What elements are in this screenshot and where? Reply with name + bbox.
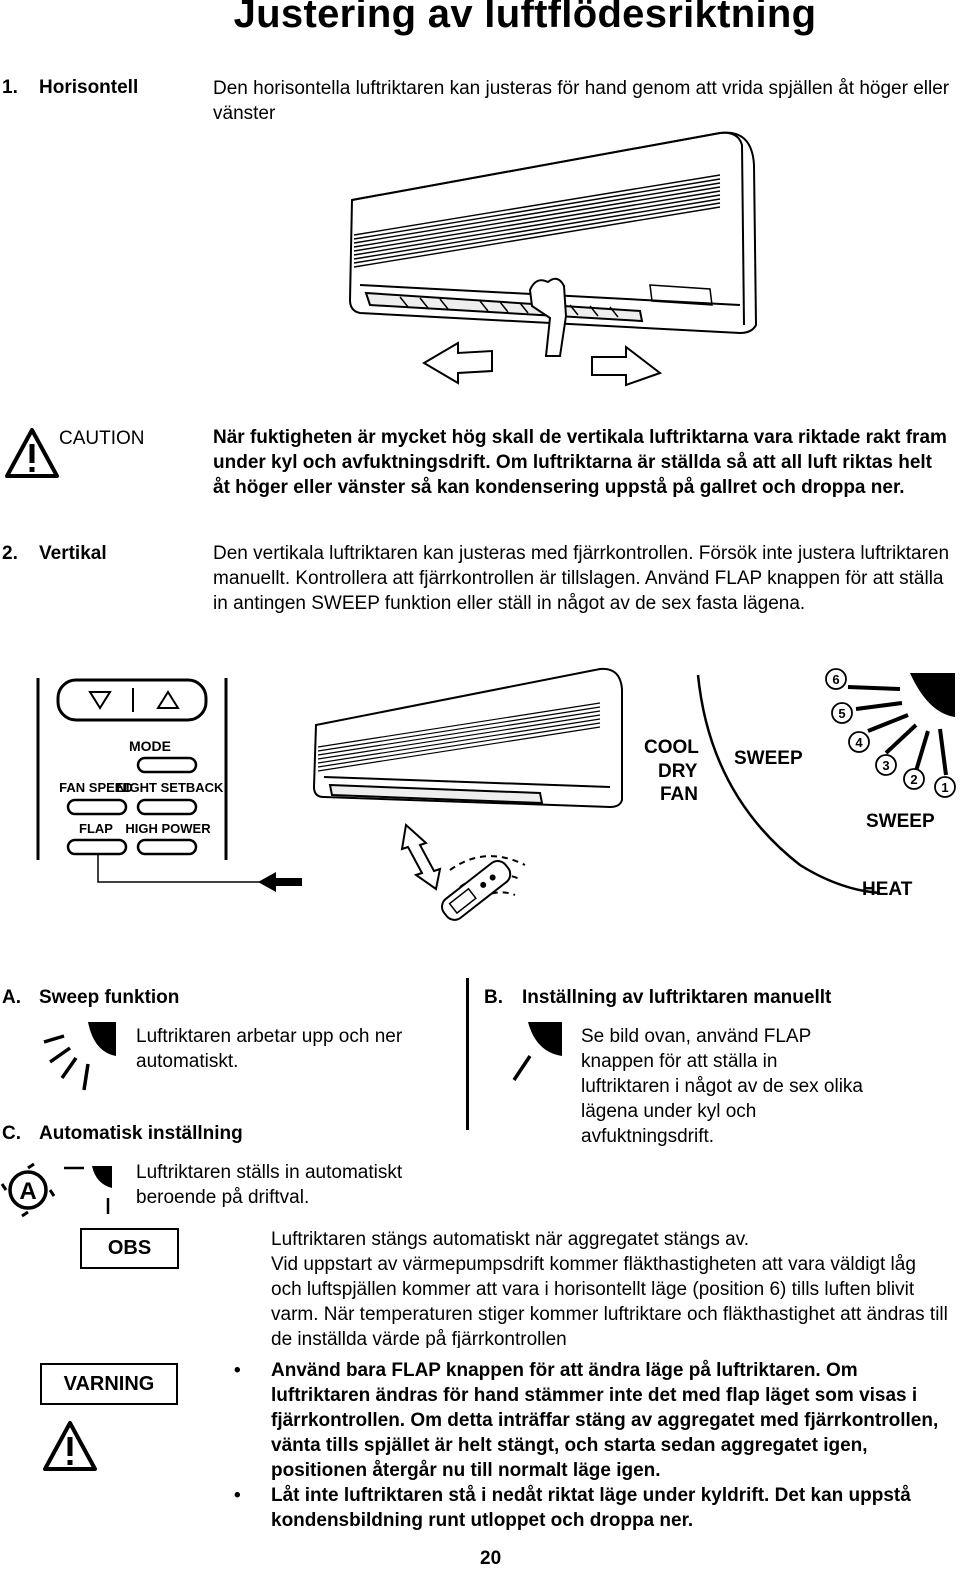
obs-notes: Luftriktaren stängs automatiskt när aggr… bbox=[271, 1227, 951, 1348]
caution-label: CAUTION bbox=[59, 428, 145, 449]
obs-bullet-1: Luftriktaren stängs automatiskt när aggr… bbox=[271, 1227, 951, 1252]
position-1-label: 1 bbox=[941, 780, 948, 795]
vertical-louver-illustration bbox=[312, 667, 623, 921]
warning-bullet-1: Använd bara FLAP knappen för att ändra l… bbox=[234, 1358, 951, 1483]
position-5-label: 5 bbox=[838, 706, 845, 721]
page-number: 20 bbox=[480, 1548, 502, 1569]
section-b-label: Inställning av luftriktaren manuellt bbox=[522, 987, 832, 1008]
heat-mode-label: HEAT bbox=[862, 879, 913, 900]
section-c-label: Automatisk inställning bbox=[39, 1123, 243, 1144]
cool-mode-label: COOL bbox=[644, 737, 699, 758]
section-b-text: Se bild ovan, använd FLAP knappen för at… bbox=[581, 1026, 863, 1147]
auto-flap-icon: A bbox=[0, 1162, 112, 1218]
fan-mode-label: FAN bbox=[660, 784, 698, 805]
column-divider bbox=[466, 978, 469, 1130]
section-a-letter: A. bbox=[2, 987, 21, 1008]
warning-triangle-icon bbox=[43, 1421, 97, 1471]
flap-positions-diagram: 6 5 4 3 2 1 COOL DRY FAN SWEEP SWEEP HEA… bbox=[644, 668, 956, 900]
flap-button-label: FLAP bbox=[79, 821, 113, 836]
position-3-label: 3 bbox=[882, 758, 889, 773]
section-a-text: Luftriktaren arbetar upp och ner automat… bbox=[136, 1026, 403, 1072]
position-6-label: 6 bbox=[832, 672, 839, 687]
caution-warning-icon bbox=[5, 428, 59, 478]
section-2-number: 2. bbox=[2, 543, 18, 564]
high-power-button-label: HIGH POWER bbox=[125, 821, 211, 836]
dry-mode-label: DRY bbox=[658, 761, 698, 782]
warning-box: VARNING bbox=[40, 1363, 178, 1405]
sweep-top-label: SWEEP bbox=[734, 748, 803, 769]
section-1-number: 1. bbox=[2, 77, 18, 98]
position-2-label: 2 bbox=[910, 772, 917, 787]
section-b-letter: B. bbox=[484, 987, 503, 1008]
page-title: Justering av luftflödesriktning bbox=[233, 0, 817, 36]
sweep-icon bbox=[43, 1022, 116, 1091]
section-a-label: Sweep funktion bbox=[39, 987, 180, 1008]
fan-speed-button-label: FAN SPEED bbox=[59, 780, 133, 795]
section-2-label: Vertikal bbox=[39, 543, 107, 564]
caution-text: När fuktigheten är mycket hög skall de v… bbox=[213, 427, 947, 498]
mode-button-label: MODE bbox=[129, 738, 171, 754]
section-2-text: Den vertikala luftriktaren kan justeras … bbox=[213, 543, 950, 614]
night-setback-button-label: NIGHT SETBACK bbox=[117, 780, 225, 795]
sweep-bottom-label: SWEEP bbox=[866, 811, 935, 832]
obs-bullet-2: Vid uppstart av värmepumpsdrift kommer f… bbox=[271, 1252, 951, 1348]
remote-control-closeup: MODE FAN SPEED NIGHT SETBACK FLAP HIGH P… bbox=[36, 678, 302, 892]
warning-notes: Använd bara FLAP knappen för att ändra l… bbox=[234, 1358, 951, 1533]
section-1-label: Horisontell bbox=[39, 77, 139, 98]
flap-button[interactable] bbox=[66, 838, 128, 856]
position-4-label: 4 bbox=[855, 735, 863, 750]
mode-button[interactable] bbox=[136, 756, 198, 774]
high-power-button[interactable] bbox=[136, 838, 198, 856]
section-1-text: Den horisontella luftriktaren kan juster… bbox=[213, 78, 950, 124]
fan-speed-button[interactable] bbox=[66, 798, 128, 816]
obs-box: OBS bbox=[80, 1228, 179, 1269]
section-c-letter: C. bbox=[2, 1123, 21, 1144]
horizontal-louver-illustration bbox=[348, 131, 758, 387]
warning-bullet-2: Låt inte luftriktaren stå i nedåt riktat… bbox=[234, 1483, 951, 1533]
night-setback-button[interactable] bbox=[136, 798, 198, 816]
auto-icon-letter: A bbox=[19, 1178, 36, 1205]
manual-flap-icon bbox=[512, 1022, 562, 1081]
section-c-text: Luftriktaren ställs in automatiskt beroe… bbox=[136, 1162, 403, 1208]
